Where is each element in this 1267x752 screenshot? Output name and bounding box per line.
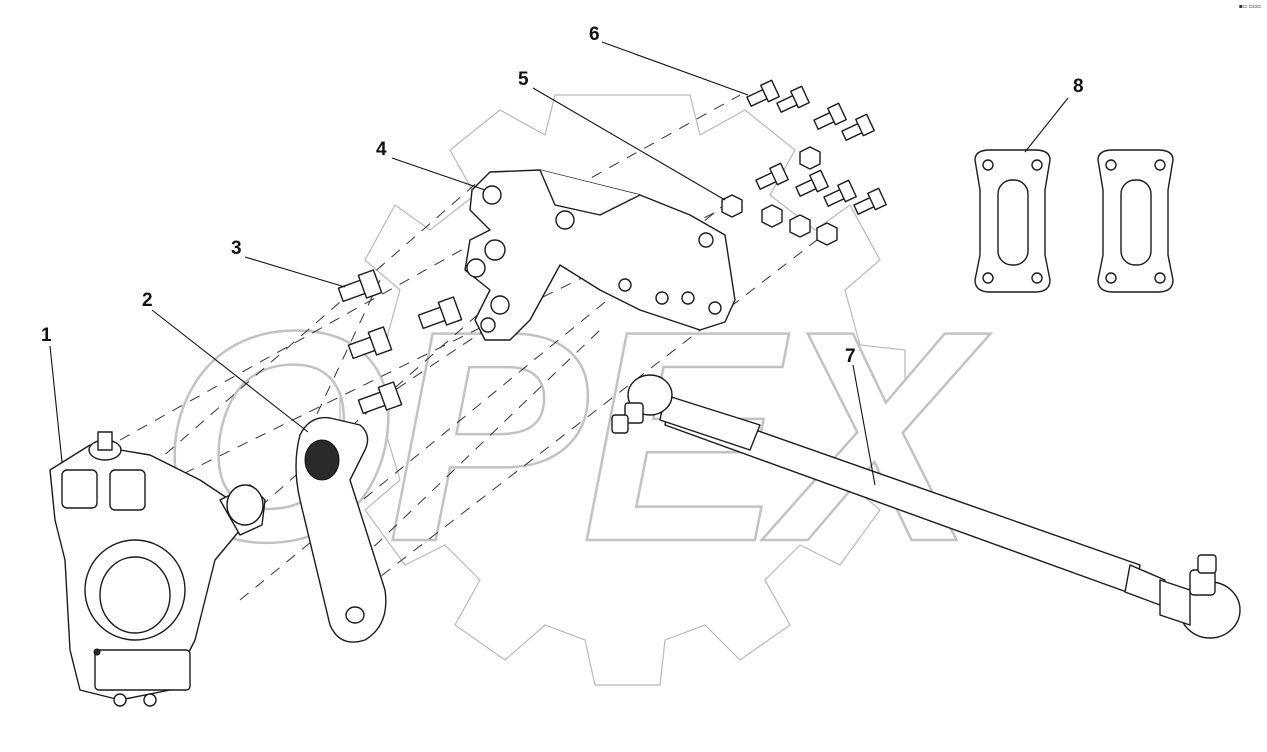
callout-2: 2 (142, 290, 153, 311)
nut (799, 146, 821, 170)
callout-4: 4 (376, 139, 387, 160)
callouts: 1 2 3 4 5 6 7 8 (41, 24, 1084, 367)
bolts-6 (746, 79, 887, 215)
bolt (776, 85, 810, 113)
bolt (417, 296, 463, 330)
steering-gear-box (49, 431, 266, 707)
pitman-arm (295, 416, 387, 643)
bolt (755, 162, 789, 190)
bolt (853, 187, 887, 215)
leader-lines (49, 41, 1069, 486)
callout-3: 3 (231, 238, 242, 259)
bolt (823, 179, 857, 207)
bolts-3 (337, 269, 463, 415)
callout-8: 8 (1073, 76, 1084, 97)
bolt (337, 269, 383, 303)
watermark-text: OPEX (160, 268, 991, 604)
bolt (746, 79, 780, 107)
plate (1097, 149, 1174, 293)
mounting-bracket (464, 169, 736, 341)
bolt (795, 169, 829, 197)
nuts-5 (721, 146, 838, 246)
corner-mark: ▪▫ ▫▫▫ (1238, 3, 1261, 10)
callout-6: 6 (589, 24, 600, 45)
nut (761, 204, 783, 228)
callout-5: 5 (518, 69, 529, 90)
plates (974, 149, 1174, 293)
nut (721, 194, 743, 218)
tie-rod (611, 374, 1241, 639)
bolt (357, 381, 403, 415)
nut (789, 214, 811, 238)
callout-1: 1 (41, 325, 52, 346)
callout-7: 7 (845, 346, 856, 367)
nut (816, 222, 838, 246)
plate (974, 149, 1051, 293)
bolt (813, 102, 847, 130)
bolt (347, 326, 393, 360)
bolt (841, 113, 875, 141)
